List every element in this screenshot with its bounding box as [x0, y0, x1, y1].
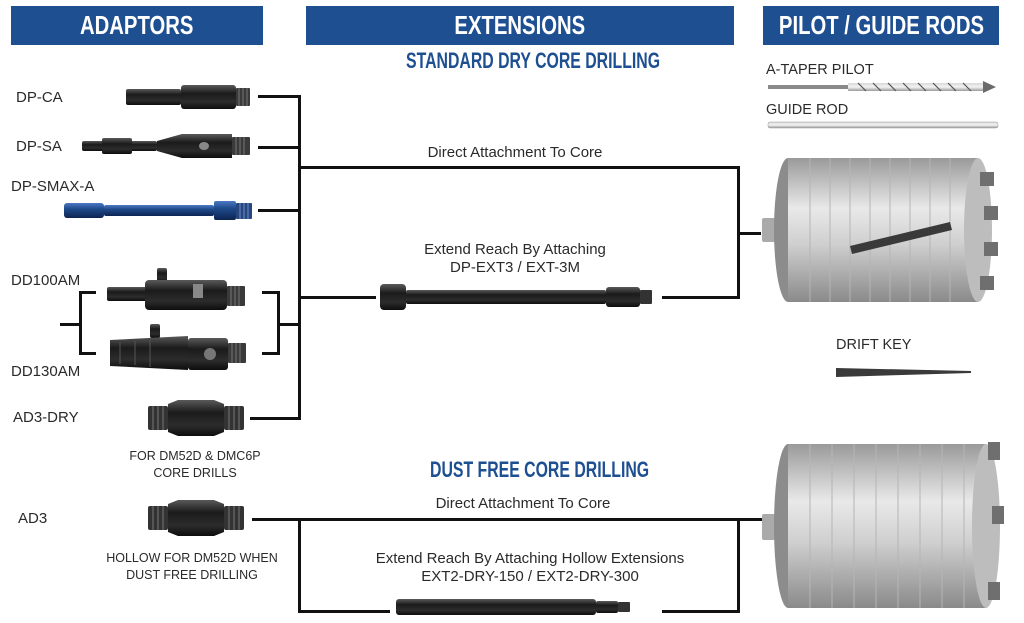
- dp-ext3-extension-bar-icon: [380, 284, 652, 310]
- dp-ca-label: DP-CA: [16, 89, 63, 106]
- connector-ad3-dry: [250, 417, 300, 420]
- bracket-dd-join: [277, 323, 300, 326]
- dd100am-label: DD100AM: [11, 272, 81, 289]
- guide-rod-label: GUIDE ROD: [766, 102, 849, 118]
- adaptors-banner: ADAPTORS: [11, 6, 263, 45]
- pilot-banner: PILOT / GUIDE RODS: [763, 6, 999, 45]
- dust-free-extend-line-left: [298, 610, 390, 613]
- dd130am-label: DD130AM: [11, 363, 81, 380]
- adaptors-banner-text: ADAPTORS: [80, 10, 194, 40]
- ad3-dry-note: FOR DM52D & DMC6P CORE DRILLS: [129, 449, 261, 480]
- dust-free-right-vertical: [737, 518, 740, 613]
- ad3-note: HOLLOW FOR DM52D WHEN DUST FREE DRILLING: [106, 551, 278, 582]
- a-taper-pilot-label: A-TAPER PILOT: [766, 62, 874, 78]
- bracket-dd-left-bottom: [79, 352, 96, 355]
- ext2-dry-extension-bar-icon: [396, 599, 630, 615]
- extensions-banner-text: EXTENSIONS: [454, 10, 586, 40]
- extensions-banner: EXTENSIONS: [306, 6, 734, 45]
- dust-free-direct-label: Direct Attachment To Core: [435, 495, 611, 512]
- ad3-dry-adaptor-icon: [148, 400, 244, 436]
- standard-core-bit-icon: [762, 158, 998, 302]
- bracket-dd-top: [262, 291, 279, 294]
- dust-free-left-vertical: [298, 518, 301, 613]
- drift-key-icon: [836, 368, 971, 377]
- connector-dp-ca: [258, 95, 300, 98]
- standard-extend-label: Extend Reach By Attaching DP-EXT3 / EXT-…: [424, 241, 606, 276]
- dp-ca-adaptor-icon: [126, 85, 250, 109]
- guide-rod-icon: [767, 121, 999, 129]
- ad3-label: AD3: [18, 510, 48, 527]
- bracket-dd-left-top: [79, 291, 96, 294]
- standard-direct-label: Direct Attachment To Core: [427, 144, 603, 161]
- pilot-banner-text: PILOT / GUIDE RODS: [778, 10, 984, 40]
- standard-direct-line: [298, 166, 739, 169]
- dd100am-adaptor-icon: [107, 268, 245, 310]
- ad3-adaptor-icon: [148, 500, 244, 536]
- dp-smax-a-adaptor-icon: [64, 201, 252, 220]
- dust-free-direct-line: [252, 518, 762, 521]
- dust-free-extend-line-right: [662, 610, 740, 613]
- standard-extend-line-left: [298, 296, 376, 299]
- dp-sa-label: DP-SA: [16, 138, 62, 155]
- bracket-dd-bottom: [262, 352, 279, 355]
- standard-extend-line-right: [662, 296, 740, 299]
- drift-key-label: DRIFT KEY: [836, 337, 912, 353]
- dust-free-section-title: DUST FREE CORE DRILLING: [430, 457, 650, 482]
- dd130am-adaptor-icon: [110, 324, 246, 370]
- ad3-dry-label: AD3-DRY: [13, 409, 79, 426]
- standard-section-title: STANDARD DRY CORE DRILLING: [406, 48, 661, 73]
- dust-free-core-bit-icon: [762, 442, 1004, 608]
- connector-standard-vertical: [298, 95, 301, 420]
- standard-to-core-line: [737, 232, 761, 235]
- bracket-dd-left-join: [60, 323, 81, 326]
- dust-free-extend-label: Extend Reach By Attaching Hollow Extensi…: [375, 550, 685, 585]
- connector-dp-sa: [258, 146, 300, 149]
- dp-sa-adaptor-icon: [82, 134, 250, 158]
- connector-dp-smax-a: [258, 209, 300, 212]
- dp-smax-a-label: DP-SMAX-A: [11, 178, 95, 195]
- a-taper-pilot-drill-icon: [768, 81, 996, 93]
